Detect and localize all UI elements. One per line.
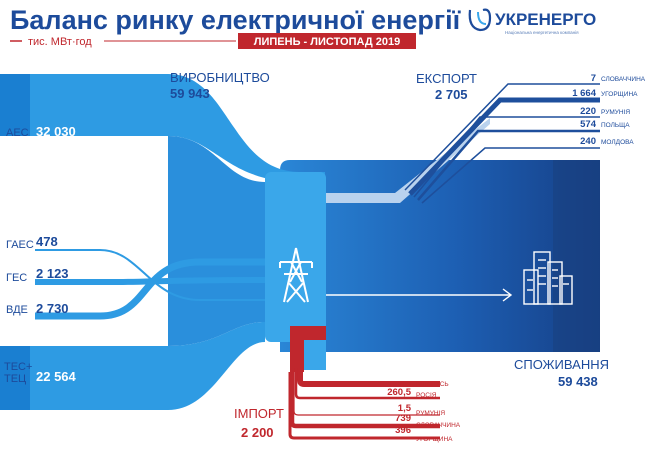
page-title: Баланс ринку електричної енергії: [10, 5, 462, 35]
unit-label: тис. МВт·год: [28, 36, 92, 48]
logo-text: УКРЕНЕРГО: [495, 10, 596, 29]
import-item-value: 739: [395, 413, 411, 424]
ukrenergo-logo-icon: [468, 8, 492, 32]
export-item-country: УГОРЩИНА: [601, 91, 638, 98]
import-item-country: РУМУНІЯ: [416, 410, 445, 417]
aes-label-bg: [0, 74, 30, 136]
consumption-value: 59 438: [558, 374, 598, 389]
source-name: АЕС: [6, 127, 29, 139]
import-item-country: СЛОВАЧЧИНА: [416, 422, 461, 429]
source-value: 478: [36, 234, 58, 249]
production-body: [168, 136, 265, 346]
export-item-value: 1 664: [572, 88, 596, 99]
source-value: 2 123: [36, 266, 69, 281]
production-label: ВИРОБНИЦТВО: [170, 70, 270, 85]
import-label: ІМПОРТ: [234, 406, 284, 421]
small-sources-lines: [35, 249, 266, 320]
source-value: 32 030: [36, 124, 76, 139]
export-item-value: 240: [580, 136, 596, 147]
source-name: ВДЕ: [6, 304, 28, 316]
export-lines: [404, 83, 600, 204]
source-value: 2 730: [36, 301, 69, 316]
period-badge: [238, 33, 416, 49]
export-item-country: СЛОВАЧЧИНА: [601, 76, 646, 83]
export-item-value: 574: [580, 119, 597, 130]
power-tower-icon: [279, 247, 313, 303]
tes-flow: [0, 322, 265, 410]
import-item-country: РОСІЯ: [416, 392, 437, 399]
arrow-right-icon: [326, 288, 513, 302]
import-item-value: 803: [395, 371, 411, 382]
import-item-country: БІЛОРУСЬ: [416, 381, 449, 388]
hub-block: [265, 172, 326, 342]
import-item-value: 1,5: [398, 403, 412, 414]
export-label: ЕКСПОРТ: [416, 71, 477, 86]
export-item-value: 220: [580, 106, 596, 117]
consumption-label: СПОЖИВАННЯ: [514, 357, 609, 372]
consumption-flow: [280, 160, 600, 352]
import-value: 2 200: [241, 425, 274, 440]
export-item-country: ПОЛЬЩА: [601, 122, 630, 129]
export-item-country: РУМУНІЯ: [601, 109, 630, 116]
import-item-country: УГОРЩИНА: [416, 436, 453, 443]
import-item-value: 396: [395, 425, 411, 436]
logo-subtitle: Національна енергетична компанія: [505, 30, 579, 35]
export-item-value: 7: [591, 73, 596, 84]
production-value: 59 943: [170, 86, 210, 101]
consumption-edge: [553, 160, 600, 352]
city-buildings-icon: [523, 251, 573, 305]
period-label: ЛИПЕНЬ - ЛИСТОПАД 2019: [254, 36, 400, 48]
import-lines: [288, 360, 440, 440]
source-name: ГЕС: [6, 272, 27, 284]
import-item-value: 260,5: [387, 387, 411, 398]
export-value: 2 705: [435, 87, 468, 102]
source-name-tes: ТЕС+ ТЕЦ: [4, 361, 36, 385]
tes-label-bg: [0, 346, 30, 410]
export-item-country: МОЛДОВА: [601, 139, 634, 146]
source-value: 22 564: [36, 369, 77, 384]
source-name: ГАЕС: [6, 239, 34, 251]
